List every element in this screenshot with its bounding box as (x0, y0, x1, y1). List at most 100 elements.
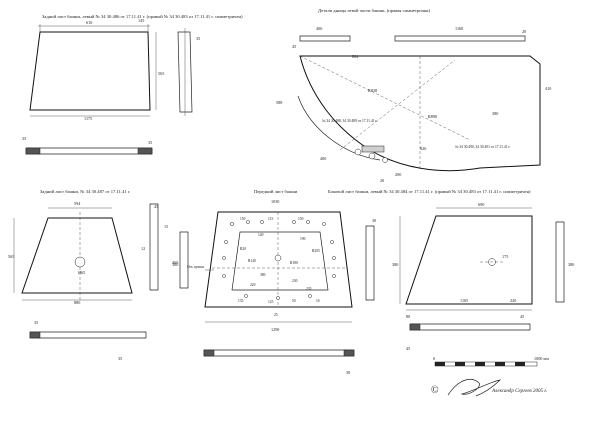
copyright-symbol: © (431, 385, 439, 396)
dim-rear-b: 12 (141, 246, 145, 251)
dim-front-190: 190 (300, 237, 306, 241)
dim-side-a: 80 (406, 314, 410, 319)
front-plate-gun-port (274, 254, 282, 262)
dim-floor-h: 20 (380, 178, 384, 183)
dim-front-r205: R205 (312, 249, 320, 253)
dim-front-r180: R180 (290, 261, 298, 265)
dim-front-230: 230 (292, 279, 298, 283)
dim-rear-left-top-b: 145 (138, 18, 144, 23)
floor-part-numbers-a: № 34 30.488, 34 30.489 от 17.11.41 г. (322, 119, 377, 124)
dim-side-height: 380 (392, 262, 398, 267)
dim-rear-d: 35 (118, 356, 122, 361)
side-plate-title: Боковой лист башни, левый № 34 30.484 от… (328, 189, 531, 195)
side-plate-view: Боковой лист башни, левый № 34 30.484 от… (328, 189, 574, 351)
dim-front-25: 25 (274, 313, 278, 317)
rear-left-plate-outline (29, 31, 151, 111)
rear-left-plate-section (25, 147, 153, 155)
scale-end-label: 1000 мм (534, 356, 549, 361)
handwritten-signature-icon (447, 379, 502, 397)
dim-floor-top: 1160 (455, 26, 463, 31)
gun-axis-label: Ось пушки (187, 265, 204, 269)
rear-left-plate-title: Задний лист башни, левый № 34 30.486 от … (42, 14, 243, 20)
dim-front-side: 30 (372, 218, 376, 223)
rear-plate-title: Задний лист башни, № 34 30.487 от 17.11.… (40, 189, 130, 195)
dim-rear-c: 15 (164, 224, 168, 229)
dim-floor-r2: R890 (428, 114, 437, 119)
dim-front-115: 115 (268, 217, 273, 221)
dim-floor-h2: 410 (545, 86, 551, 91)
dim-rear-height: 565 (8, 254, 14, 259)
dim-side-hole: 175 (502, 254, 508, 259)
rear-plate-view: Задний лист башни, № 34 30.487 от 17.11.… (8, 189, 178, 361)
dim-front-135: 135 (238, 299, 244, 303)
front-plate-side-view-left (179, 231, 189, 289)
floor-strip-right (394, 35, 526, 42)
dim-front-380: 380 (260, 273, 266, 277)
dim-rear-left-side: 35 (196, 36, 200, 41)
side-plate-side-view (555, 221, 565, 303)
dim-front-220: 220 (250, 283, 256, 287)
side-plate-section (409, 323, 531, 331)
dim-rear-thickness: 35 (34, 320, 38, 325)
dim-rear-side: 380 (172, 262, 178, 267)
dim-floor-h1: 588 (276, 100, 282, 105)
dim-rear-left-thickness: 35 (22, 136, 26, 141)
dim-front-16: 16 (316, 299, 320, 303)
scale-bar: 0 1000 мм (433, 356, 549, 367)
dim-rear-left-bottom: 1175 (84, 116, 92, 121)
dim-front-r140: R140 (248, 259, 256, 263)
side-plate-outline (405, 215, 533, 305)
dim-front-r20: R20 (240, 247, 246, 251)
dim-front-height: 460 (172, 260, 178, 265)
dim-floor-r1: R838 (368, 88, 377, 93)
rear-plate-hole (74, 256, 86, 268)
dim-front-bottom: 1290 (271, 327, 279, 332)
turret-floor-parts-view: Детали днища левой части башни, (правая … (276, 8, 551, 183)
dim-front-125: 125 (268, 300, 274, 304)
dim-side-small: 220 (510, 298, 516, 303)
front-plate-section (203, 349, 355, 357)
author-signature: © Александр Сергеев 2005 г. (431, 379, 547, 397)
dim-side-thickness: 45 (520, 314, 524, 319)
dim-floor-c: 20 (522, 29, 526, 34)
dim-front-50: 50 (292, 299, 296, 303)
front-plate-title: Передний лист башни (254, 189, 298, 194)
dim-side-b: 45 (406, 346, 410, 351)
front-plate-outline (204, 211, 353, 308)
dim-floor-f: 826 (420, 146, 426, 151)
dim-rear-bottom: 880 (74, 300, 80, 305)
front-plate-view: Передний лист башни 1030 150 115 150 140… (172, 189, 376, 375)
dim-front-150-b: 150 (298, 217, 304, 221)
rear-left-plate-side-view (177, 31, 193, 113)
dim-floor-a: 406 (316, 26, 322, 31)
dim-rear-a: 45 (154, 204, 158, 209)
dim-front-thickness: 30 (346, 370, 350, 375)
dim-floor-b: 804 (352, 54, 359, 59)
front-plate-embrasure (231, 231, 329, 291)
rear-plate-section (29, 331, 147, 339)
turret-floor-title: Детали днища левой части башни, (правая … (318, 8, 430, 14)
dim-rear-left-height: 565 (158, 71, 164, 76)
dim-side-top: 690 (478, 202, 484, 207)
dim-side-bottom: 1165 (460, 298, 468, 303)
floor-strip-left (299, 35, 351, 42)
rear-plate-outline (21, 217, 133, 294)
rear-plate-side-view (149, 203, 159, 291)
rear-left-plate-view: Задний лист башни, левый № 34 30.486 от … (22, 14, 243, 155)
floor-plate-outline (299, 55, 541, 172)
floor-plate-arc (297, 95, 381, 161)
dim-rear-top: 594 (74, 201, 81, 206)
dim-front-top: 1030 (271, 199, 279, 204)
dim-rear-left-top-a: 616 (86, 20, 92, 25)
floor-fastener (354, 148, 362, 156)
dim-floor-h3: 380 (492, 111, 498, 116)
dim-floor-g: 200 (395, 172, 401, 177)
floor-part-numbers-b: № 34 30.490, 34 30.491 от 17.11.41 г. (455, 145, 510, 150)
scale-zero-label: 0 (433, 356, 435, 361)
dim-front-150-a: 150 (240, 217, 246, 221)
dim-floor-e: 400 (320, 156, 326, 161)
dim-rear-hole: Ø65 (78, 270, 85, 275)
dim-floor-d: 45 (292, 44, 296, 49)
dim-side-side: 380 (568, 262, 574, 267)
